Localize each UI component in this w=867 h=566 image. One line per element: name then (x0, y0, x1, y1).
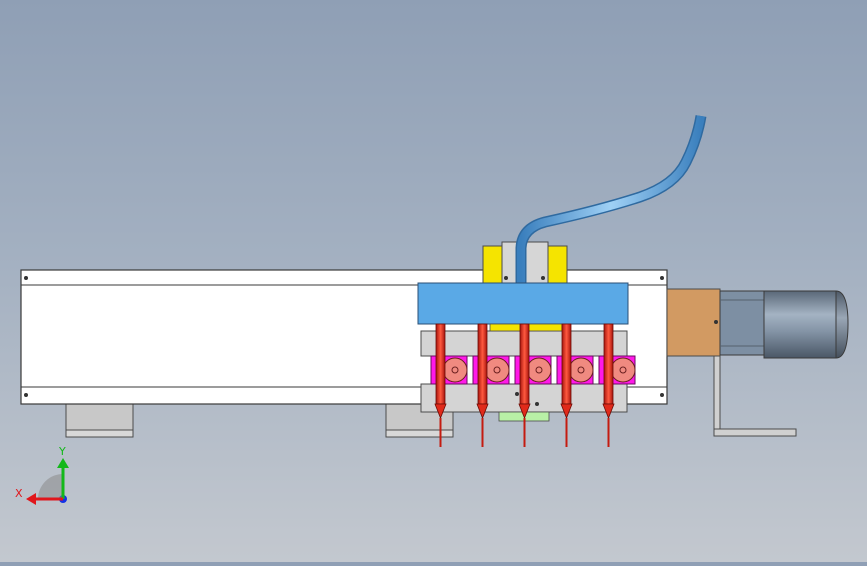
nozzle (519, 323, 530, 405)
nozzle-unit (556, 323, 594, 447)
x-axis-label: X (15, 487, 23, 500)
nozzle-unit (598, 323, 636, 447)
motor-bracket (713, 354, 797, 437)
nozzle (435, 323, 446, 405)
roller (484, 357, 510, 383)
motor-mount-plate (666, 288, 721, 357)
roller (610, 357, 636, 383)
nozzle (603, 323, 614, 405)
carriage-plate (417, 282, 629, 325)
triad-plane-icon (38, 474, 63, 499)
y-axis-label: Y (58, 445, 66, 458)
nozzle (477, 323, 488, 405)
nozzle-array (430, 323, 636, 447)
nozzle-unit (472, 323, 510, 447)
drive-motor (719, 290, 849, 359)
roller (526, 357, 552, 383)
nozzle-unit (430, 323, 468, 447)
roller (568, 357, 594, 383)
view-orientation-triad[interactable]: Y X (15, 445, 69, 505)
roller (442, 357, 468, 383)
nozzle (561, 323, 572, 405)
nozzle-unit (514, 323, 552, 447)
rail-foot-left (65, 403, 134, 438)
